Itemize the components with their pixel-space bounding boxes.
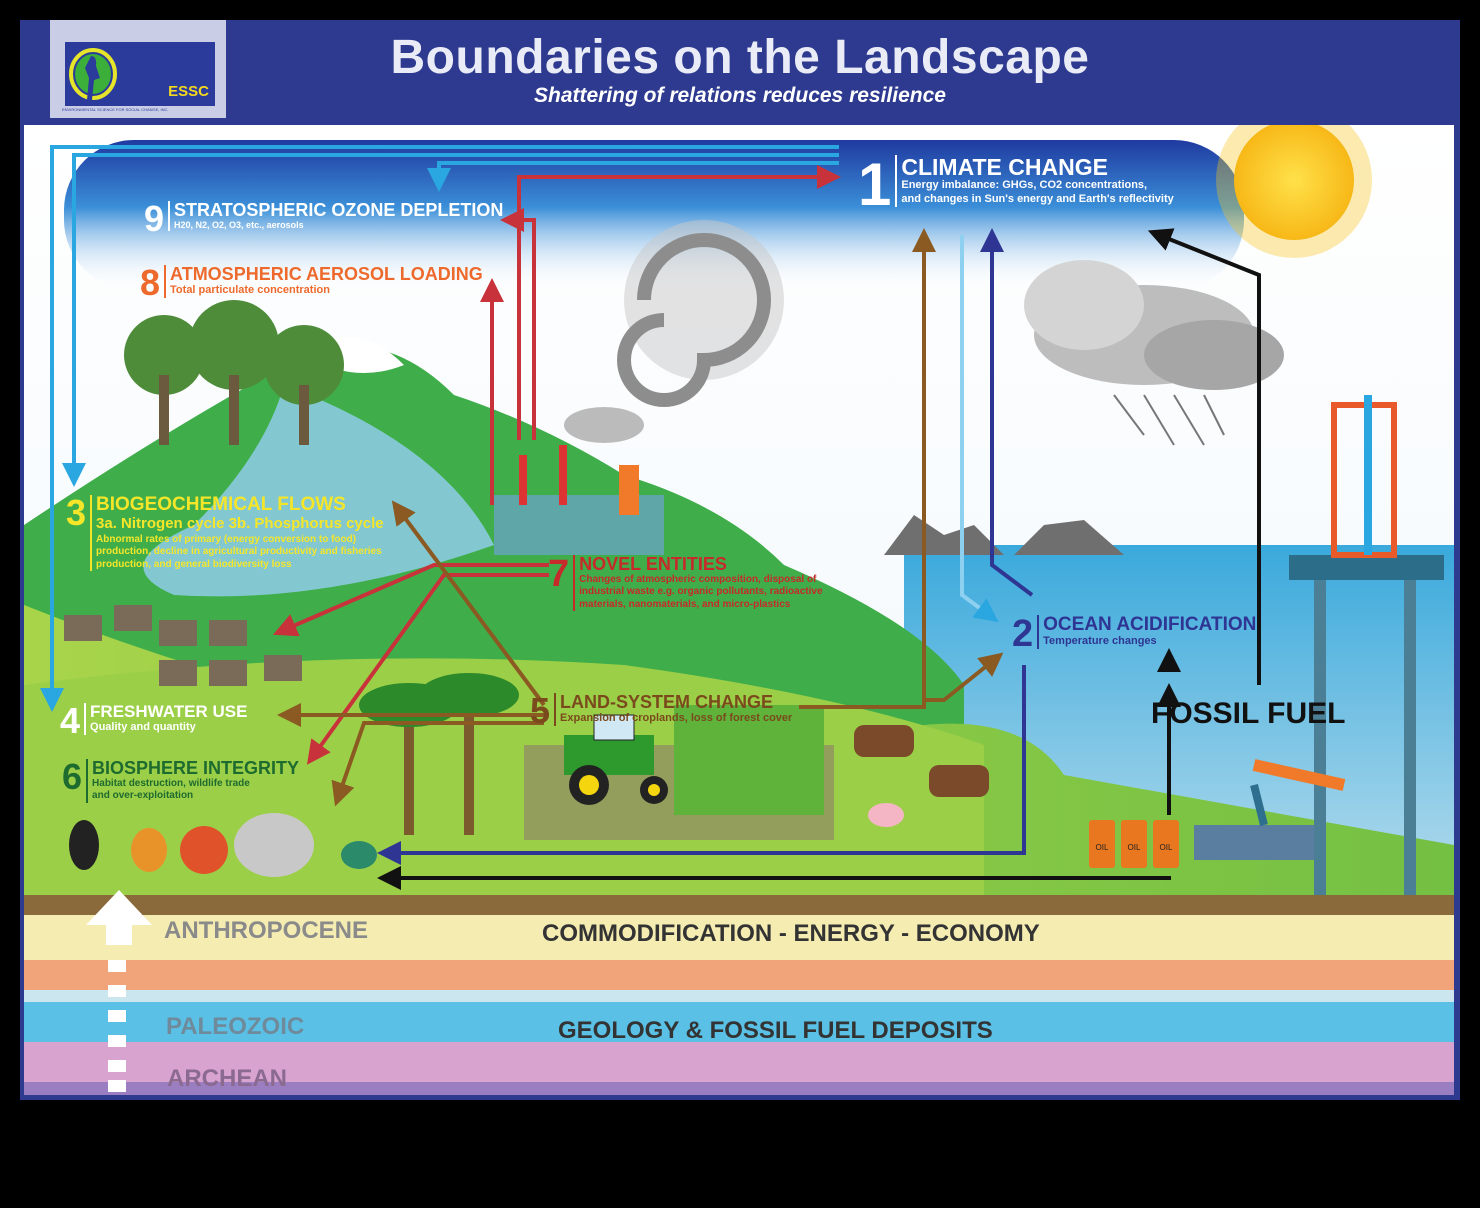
oil-rig-icon — [1289, 395, 1444, 920]
river — [143, 385, 494, 597]
boundary-title: LAND-SYSTEM CHANGE — [560, 692, 774, 712]
boundary-description: Total particulate concentration — [170, 283, 330, 296]
forest-icon — [124, 300, 344, 445]
time-arrow-icon — [86, 890, 152, 1092]
boundary-title: CLIMATE CHANGE — [901, 154, 1108, 180]
boundary-number: 4 — [60, 700, 81, 741]
page-subtitle: Shattering of relations reduces resilien… — [534, 84, 946, 107]
boundary-description: Changes of atmospheric composition, disp… — [579, 573, 817, 585]
arrow-novel-to-biosphere — [306, 573, 549, 765]
boundary-title: FRESHWATER USE — [90, 702, 248, 721]
boundary-description: and changes in Sun's energy and Earth's … — [901, 192, 1174, 205]
boundary-atmospheric-aerosol-loading: 8 ATMOSPHERIC AEROSOL LOADING Total part… — [140, 265, 483, 301]
interaction-arrows — [40, 145, 1261, 890]
boundary-freshwater-use: 4 FRESHWATER USE Quality and quantity — [60, 703, 247, 739]
boundary-description: and over-exploitation — [92, 790, 194, 802]
boundary-title: STRATOSPHERIC OZONE DEPLETION — [174, 200, 504, 220]
arrow-novel-to-houses — [272, 563, 549, 637]
cyclone-icon — [617, 220, 784, 407]
arrow-fossil-to-climate — [1147, 228, 1261, 685]
boundary-description: production, and general biodiversity los… — [96, 558, 292, 570]
factory-icon — [494, 407, 664, 555]
boundary-stratospheric-ozone-depletion: 9 STRATOSPHERIC OZONE DEPLETION H20, N2,… — [144, 201, 503, 237]
arrow-land-to-climate — [799, 228, 936, 709]
header: ESSC ENVIRONMENTAL SCIENCE FOR SOCIAL CH… — [20, 20, 1460, 125]
arrow-ocean-to-climate — [980, 228, 1034, 597]
boundary-number: 3 — [66, 492, 87, 533]
arrow-land-to-ocean — [924, 652, 1004, 702]
arrow-land-to-biosphere — [331, 721, 544, 807]
boundary-number: 8 — [140, 262, 161, 303]
boundary-number: 2 — [1012, 613, 1034, 655]
logo-text: ESSC — [168, 83, 209, 100]
arrow-fossil-to-biosphere — [377, 866, 1171, 890]
boundary-number: 9 — [144, 198, 165, 239]
strata-economy: COMMODIFICATION - ENERGY - ECONOMY — [542, 920, 1040, 947]
boundary-number: 7 — [548, 553, 570, 595]
landscape-illustration: OIL OIL OIL — [24, 125, 1454, 1095]
pump-jack-icon — [1194, 759, 1346, 860]
strata-paleozoic: PALEOZOIC — [166, 1013, 305, 1040]
boundary-description: Quality and quantity — [90, 720, 196, 733]
boundary-description: materials, nanomaterials, and micro-plas… — [579, 598, 791, 610]
boundary-number: 6 — [62, 756, 83, 797]
cattle-icon — [854, 725, 989, 827]
sun-icon — [1216, 125, 1372, 258]
boundary-subtitle: 3a. Nitrogen cycle 3b. Phosphorus cycle — [96, 514, 384, 532]
strata-anthropocene: ANTHROPOCENE — [164, 917, 369, 944]
arrow-land-to-biogeochemical — [391, 500, 546, 707]
boundary-description: Temperature changes — [1043, 634, 1157, 647]
boundary-number: 1 — [858, 151, 892, 218]
globe-figure-icon — [69, 48, 117, 100]
logo-panel: ESSC — [65, 42, 215, 106]
rain-cloud-icon — [1024, 260, 1284, 446]
boundary-land-system-change: 5 LAND-SYSTEM CHANGE Expansion of cropla… — [530, 693, 792, 729]
arrow-climate-to-biogeochemical — [62, 153, 839, 487]
strata-archean: ARCHEAN — [167, 1065, 287, 1092]
arrow-ocean-to-biosphere — [377, 665, 1026, 865]
arrow-climate-to-freshwater — [40, 145, 839, 712]
boundary-description: Abnormal rates of primary (energy conver… — [96, 533, 357, 545]
fossil-fuel-label: FOSSIL FUEL — [1151, 697, 1346, 730]
wildlife-icon — [69, 813, 377, 877]
page-title: Boundaries on the Landscape — [390, 31, 1090, 84]
boundary-description: industrial waste e.g. organic pollutants… — [579, 586, 823, 598]
boundary-biosphere-integrity: 6 BIOSPHERE INTEGRITY Habitat destructio… — [62, 759, 299, 803]
boundary-description: Habitat destruction, wildlife trade — [92, 777, 250, 789]
boundary-description: Energy imbalance: GHGs, CO2 concentratio… — [901, 179, 1148, 192]
logo-tagline: ENVIRONMENTAL SCIENCE FOR SOCIAL CHANGE,… — [62, 107, 169, 112]
boundary-description: production, decline in agricultural prod… — [96, 546, 382, 558]
infographic-frame: ESSC ENVIRONMENTAL SCIENCE FOR SOCIAL CH… — [20, 20, 1460, 1100]
boundary-biogeochemical-flows: 3 BIOGEOCHEMICAL FLOWS 3a. Nitrogen cycl… — [66, 492, 384, 572]
boundary-title: BIOGEOCHEMICAL FLOWS — [96, 494, 346, 515]
boundary-title: ATMOSPHERIC AEROSOL LOADING — [170, 264, 483, 284]
village-houses-icon — [64, 605, 302, 686]
strata-geology: GEOLOGY & FOSSIL FUEL DEPOSITS — [558, 1017, 993, 1044]
boundary-ocean-acidification: 2 OCEAN ACIDIFICATION Temperature change… — [1012, 615, 1256, 653]
landscape-scene: OIL OIL OIL — [24, 125, 1454, 1095]
barrel-label: OIL — [1160, 843, 1173, 852]
boundary-title: NOVEL ENTITIES — [579, 554, 727, 574]
boundary-description: H20, N2, O2, O3, etc., aerosols — [174, 219, 304, 230]
boundary-novel-entities: 7 NOVEL ENTITIES Changes of atmospheric … — [548, 553, 823, 612]
tractor-icon — [564, 714, 668, 805]
arrow-climate-to-ozone — [427, 161, 839, 192]
oil-barrels-icon: OIL OIL OIL — [1089, 820, 1179, 868]
boundary-description: Expansion of croplands, loss of forest c… — [560, 711, 793, 724]
rocky-islands — [884, 515, 1124, 555]
arrow-factory-to-ozone — [500, 208, 536, 440]
essc-logo: ESSC ENVIRONMENTAL SCIENCE FOR SOCIAL CH… — [50, 20, 226, 118]
boundary-climate-change: 1 CLIMATE CHANGE Energy imbalance: GHGs,… — [858, 155, 1174, 215]
geological-strata — [24, 895, 1454, 1095]
corn-field-icon — [674, 705, 824, 815]
barrel-label: OIL — [1128, 843, 1141, 852]
arrow-climate-to-ocean — [960, 235, 999, 623]
arrow-factory-to-climate — [517, 165, 841, 440]
boundary-number: 5 — [530, 690, 551, 731]
atmosphere-band — [64, 140, 1244, 290]
boundary-title: BIOSPHERE INTEGRITY — [92, 758, 300, 778]
barrel-label: OIL — [1096, 843, 1109, 852]
boundary-title: OCEAN ACIDIFICATION — [1043, 614, 1257, 635]
